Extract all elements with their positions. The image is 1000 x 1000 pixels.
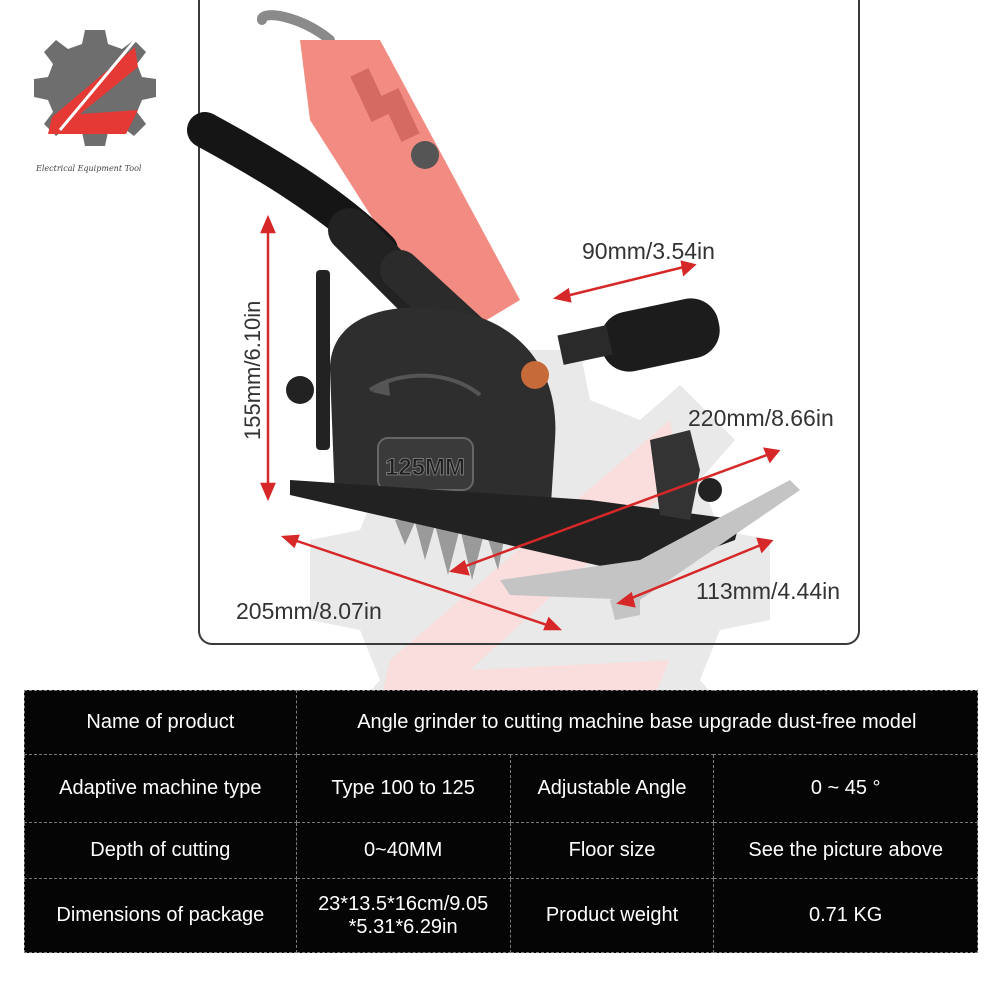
- dim-width: 113mm/4.44in: [696, 578, 841, 604]
- base-plate: [290, 480, 740, 575]
- angle-bracket: [650, 430, 700, 520]
- power-cord: [257, 10, 335, 45]
- blade-label-plate: 125MM: [377, 437, 474, 491]
- dim-height: 155mm/6.10in: [240, 300, 265, 440]
- spec-value: Type 100 to 125: [295, 754, 511, 823]
- brand-tagline: Electrical Equipment Tool: [36, 164, 142, 173]
- spec-label: Product weight: [509, 878, 715, 953]
- spec-label: Floor size: [509, 822, 715, 879]
- spec-label: Depth of cutting: [24, 822, 297, 879]
- spec-label: Adaptive machine type: [24, 754, 297, 823]
- dim-length: 205mm/8.07in: [236, 598, 382, 624]
- spec-value: 23*13.5*16cm/9.05 *5.31*6.29in: [295, 878, 511, 953]
- dim-depth: 220mm/8.66in: [688, 405, 834, 431]
- spec-value: 0.71 KG: [713, 878, 978, 953]
- table-row: Depth of cutting 0~40MM Floor size See t…: [24, 822, 978, 879]
- table-row: Adaptive machine type Type 100 to 125 Ad…: [24, 754, 978, 823]
- spec-value-line2: *5.31*6.29in: [348, 915, 458, 938]
- spec-label: Adjustable Angle: [509, 754, 715, 823]
- spec-value: 0~40MM: [295, 822, 511, 879]
- table-row: Name of product Angle grinder to cutting…: [24, 690, 979, 755]
- spec-label: Name of product: [24, 690, 297, 755]
- spec-table: Name of product Angle grinder to cutting…: [24, 690, 979, 953]
- blade-label: 125MM: [385, 454, 465, 481]
- grinder-body: [300, 40, 520, 330]
- table-row: Dimensions of package 23*13.5*16cm/9.05 …: [24, 878, 978, 953]
- dimension-arrows: [260, 214, 781, 631]
- product-image-frame: [198, 0, 860, 645]
- spec-value: Angle grinder to cutting machine base up…: [295, 690, 979, 755]
- spec-value: See the picture above: [713, 822, 978, 879]
- spec-value: 0 ~ 45 °: [713, 754, 978, 823]
- brand-logo: [34, 30, 156, 146]
- dim-handle-width: 90mm/3.54in: [582, 238, 715, 264]
- side-handle: [521, 298, 720, 389]
- product-illustration: 125MM: [187, 10, 800, 631]
- spec-value-line1: 23*13.5*16cm/9.05: [318, 892, 489, 915]
- depth-rail: [316, 270, 330, 450]
- spec-label: Dimensions of package: [24, 878, 297, 953]
